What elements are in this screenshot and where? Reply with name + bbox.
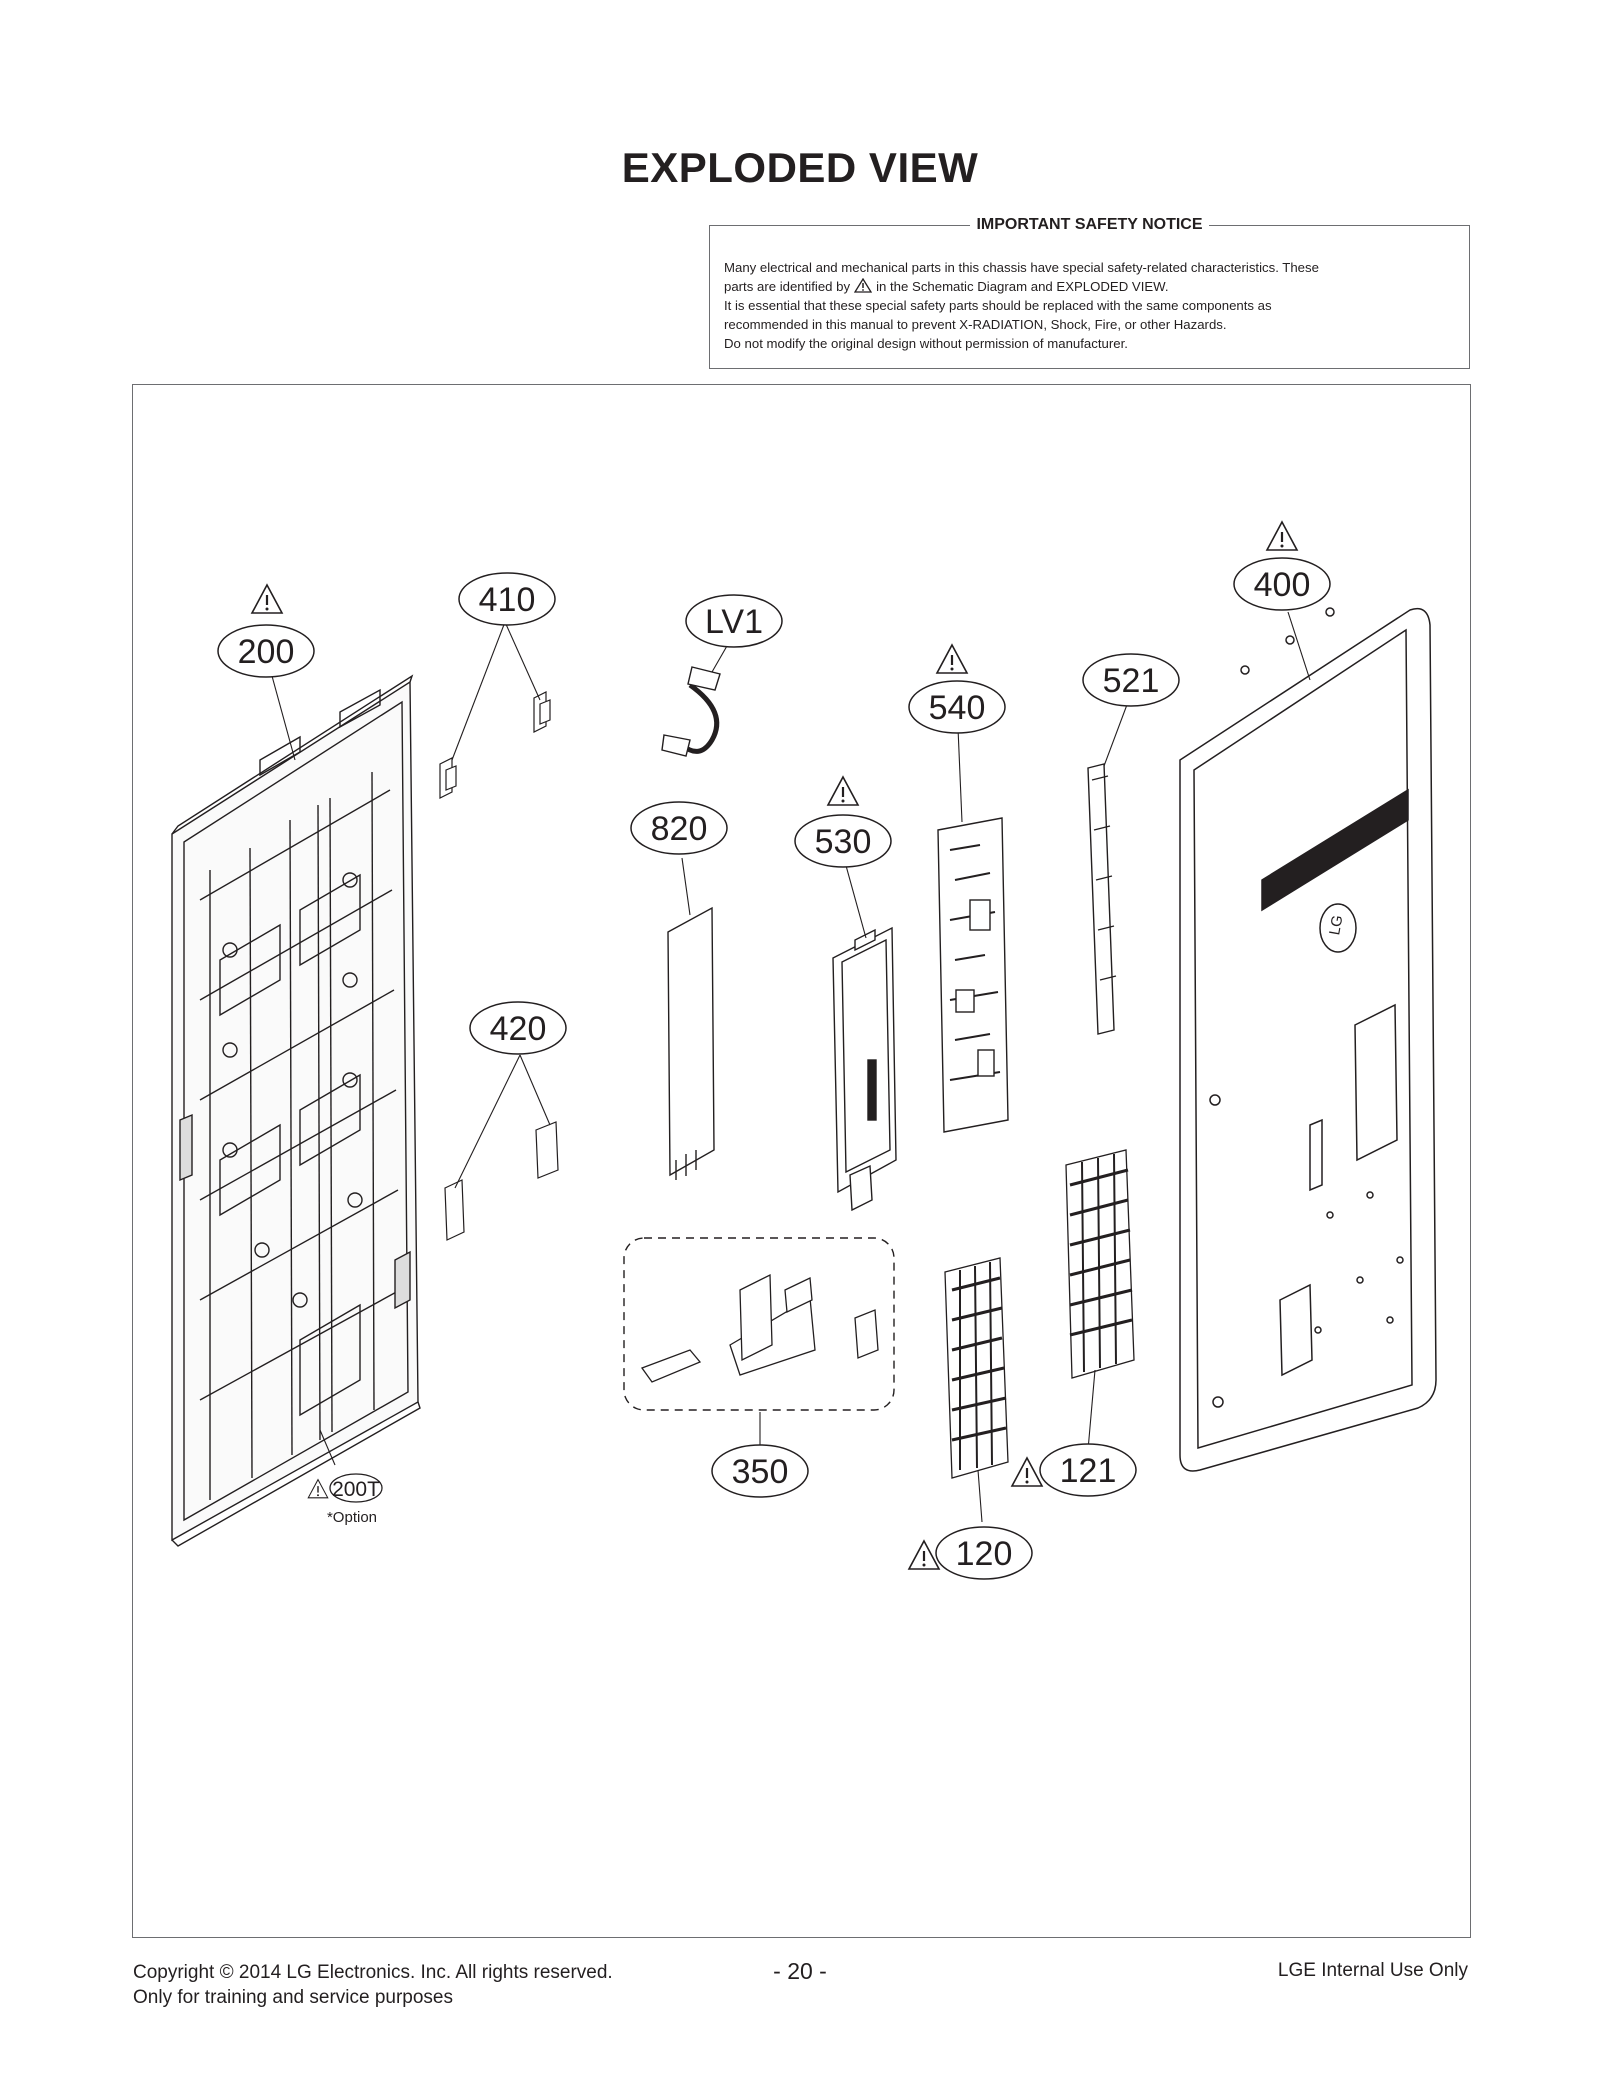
safety-notice-heading: IMPORTANT SAFETY NOTICE: [970, 216, 1209, 233]
warning-triangle-icon: [935, 643, 969, 675]
part-521-side-board: [1087, 763, 1117, 1035]
callout-530-bubble: [794, 814, 892, 868]
notice-line: Do not modify the original design withou…: [724, 336, 1128, 351]
page-title: EXPLODED VIEW: [621, 144, 979, 191]
footer-copyright: Copyright © 2014 LG Electronics. Inc. Al…: [133, 1962, 613, 1983]
notice-line: recommended in this manual to prevent X-…: [724, 317, 1227, 332]
callout-200t-bubble: [329, 1473, 383, 1503]
callout-410-label: 410: [479, 581, 536, 619]
notice-line: Many electrical and mechanical parts in …: [724, 260, 1319, 275]
callout-lv1-bubble: [685, 594, 783, 648]
part-lv1-cable: [661, 666, 721, 757]
part-530-power-supply: [832, 926, 897, 1212]
part-400-back-cover: [1179, 607, 1437, 1472]
notice-line: parts are identified by: [724, 279, 851, 294]
warning-triangle-icon: [854, 278, 873, 293]
callout-420-label: 420: [490, 1010, 547, 1048]
warning-triangle-icon: [1265, 520, 1299, 552]
callout-400-label: 400: [1254, 566, 1311, 604]
diagram-frame: [132, 384, 1471, 1938]
part-420-brackets: [444, 1121, 559, 1241]
notice-line: in the Schematic Diagram and EXPLODED VI…: [876, 279, 1169, 294]
callout-120-label: 120: [956, 1535, 1013, 1573]
callout-121-label: 121: [1060, 1452, 1117, 1490]
notice-line: It is essential that these special safet…: [724, 298, 1272, 313]
part-120-speaker: [944, 1257, 1009, 1479]
part-820-sheet: [667, 906, 715, 1180]
callout-200-bubble: [217, 624, 315, 678]
safety-notice-body: Many electrical and mechanical parts in …: [724, 258, 1455, 353]
footer-copyright-block: Copyright © 2014 LG Electronics. Inc. Al…: [133, 1960, 613, 2010]
warning-triangle-icon: [250, 583, 284, 615]
callout-350-bubble: [711, 1444, 809, 1498]
part-410-brackets: [439, 691, 551, 799]
callout-400-bubble: [1233, 557, 1331, 611]
callout-lv1-label: LV1: [705, 603, 763, 641]
part-350-assembly: [640, 1273, 879, 1383]
option-note: *Option: [327, 1509, 377, 1526]
callout-521-label: 521: [1103, 662, 1160, 700]
callout-540-bubble: [908, 680, 1006, 734]
callout-200t-label: 200T: [332, 1478, 380, 1501]
callout-120-bubble: [935, 1526, 1033, 1580]
warning-triangle-icon: [907, 1539, 941, 1571]
callout-530-label: 530: [815, 823, 872, 861]
safety-notice-box: IMPORTANT SAFETY NOTICE Many electrical …: [709, 216, 1470, 369]
part-540-main-board: [937, 817, 1009, 1133]
callout-820-label: 820: [651, 810, 708, 848]
footer-purpose: Only for training and service purposes: [133, 1987, 453, 2008]
warning-triangle-icon: [307, 1478, 329, 1499]
part-200-panel: [171, 674, 421, 1547]
callout-820-bubble: [630, 801, 728, 855]
warning-triangle-icon: [826, 775, 860, 807]
callout-521-bubble: [1082, 653, 1180, 707]
warning-triangle-icon: [1010, 1456, 1044, 1488]
callout-410-bubble: [458, 572, 556, 626]
page-number: - 20 -: [773, 1958, 827, 1984]
callout-121-bubble: [1039, 1443, 1137, 1497]
footer-internal: LGE Internal Use Only: [1277, 1960, 1468, 1981]
callout-540-label: 540: [929, 689, 986, 727]
part-350-group-outline: [623, 1237, 895, 1411]
callout-350-label: 350: [732, 1453, 789, 1491]
lg-logo: LG: [1326, 914, 1346, 937]
callout-200-label: 200: [238, 633, 295, 671]
callout-420-bubble: [469, 1001, 567, 1055]
part-121-speaker: [1065, 1149, 1135, 1379]
